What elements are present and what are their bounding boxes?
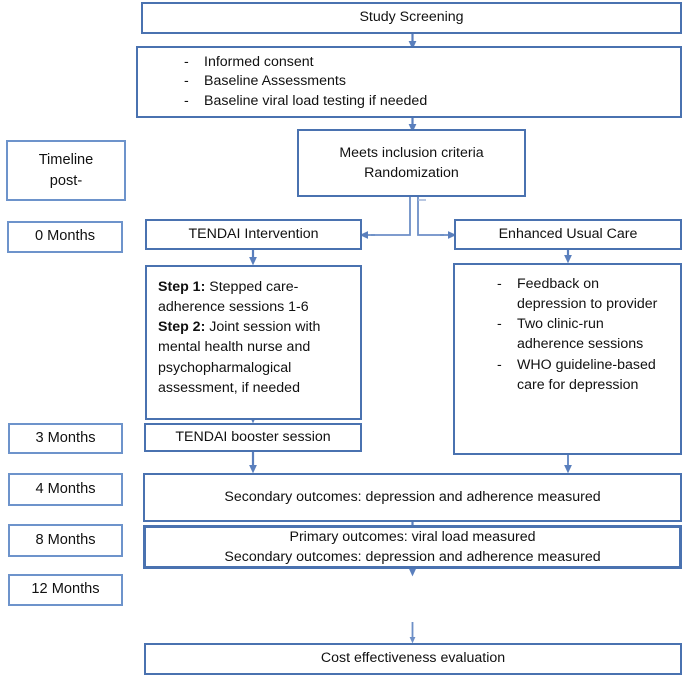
study-screening-label: Study Screening	[359, 9, 464, 26]
tendai-intervention-label: TENDAI Intervention	[188, 225, 319, 242]
timeline-mark-4-months: 4 Months	[8, 473, 123, 506]
list-item: Two clinic-run adherence sessions	[497, 314, 670, 354]
step-2-label: Step 2:	[158, 319, 206, 336]
primary-outcomes-line1: Primary outcomes: viral load measured	[289, 528, 536, 545]
study-screening-box: Study Screening	[141, 2, 682, 34]
list-item: WHO guideline-based care for depression	[497, 355, 670, 395]
intervention-step-2: Step 2: Joint session with mental health…	[158, 317, 352, 398]
secondary-outcomes-box: Secondary outcomes: depression and adher…	[143, 473, 682, 522]
intervention-step-1: Step 1: Stepped care-adherence sessions …	[158, 277, 352, 317]
timeline-mark-label: 3 Months	[35, 429, 96, 446]
list-item: Baseline viral load testing if needed	[184, 92, 427, 111]
timeline-mark-3-months: 3 Months	[8, 423, 123, 454]
list-item: Baseline Assessments	[184, 72, 427, 91]
baseline-activities-list: Informed consent Baseline Assessments Ba…	[184, 53, 427, 111]
primary-outcomes-line2: Secondary outcomes: depression and adher…	[224, 549, 601, 565]
timeline-mark-0-months: 0 Months	[7, 221, 123, 253]
timeline-mark-label: 8 Months	[35, 531, 96, 548]
enhanced-usual-care-label: Enhanced Usual Care	[498, 225, 638, 242]
tendai-booster-label: TENDAI booster session	[175, 428, 331, 445]
cost-effectiveness-label: Cost effectiveness evaluation	[320, 650, 506, 667]
randomization-line1: Meets inclusion criteria	[339, 144, 484, 161]
timeline-mark-label: 4 Months	[35, 480, 96, 497]
step-2-text: Joint session with mental health nurse a…	[158, 319, 321, 396]
timeline-mark-label: 12 Months	[31, 581, 100, 598]
list-item: Informed consent	[184, 53, 427, 72]
step-1-label: Step 1:	[158, 279, 206, 295]
step-1-text: Stepped care-adherence sessions 1-6	[158, 279, 309, 316]
baseline-activities-box: Informed consent Baseline Assessments Ba…	[136, 46, 682, 118]
enhanced-usual-care-arm-box: Enhanced Usual Care	[454, 219, 682, 250]
tendai-intervention-arm-box: TENDAI Intervention	[145, 219, 362, 250]
tendai-booster-session-box: TENDAI booster session	[144, 423, 362, 452]
randomization-box: Meets inclusion criteria Randomization	[297, 129, 526, 197]
timeline-mark-label: 0 Months	[34, 228, 96, 245]
list-item: Feedback on depression to provider	[497, 274, 670, 314]
timeline-mark-8-months: 8 Months	[8, 524, 123, 557]
secondary-outcomes-label: Secondary outcomes: depression and adher…	[224, 488, 601, 505]
usual-care-list: Feedback on depression to provider Two c…	[497, 274, 670, 395]
primary-outcomes-box: Primary outcomes: viral load measured Se…	[143, 525, 682, 569]
usual-care-components-box: Feedback on depression to provider Two c…	[453, 263, 682, 455]
randomization-line2: Randomization	[364, 165, 459, 181]
timeline-header-box: Timeline post-	[6, 140, 126, 201]
cost-effectiveness-box: Cost effectiveness evaluation	[144, 643, 682, 675]
intervention-steps-box: Step 1: Stepped care-adherence sessions …	[145, 265, 362, 420]
timeline-header-line1: Timeline	[38, 151, 94, 168]
timeline-mark-12-months: 12 Months	[8, 574, 123, 606]
timeline-header-line2: post-	[49, 172, 83, 189]
